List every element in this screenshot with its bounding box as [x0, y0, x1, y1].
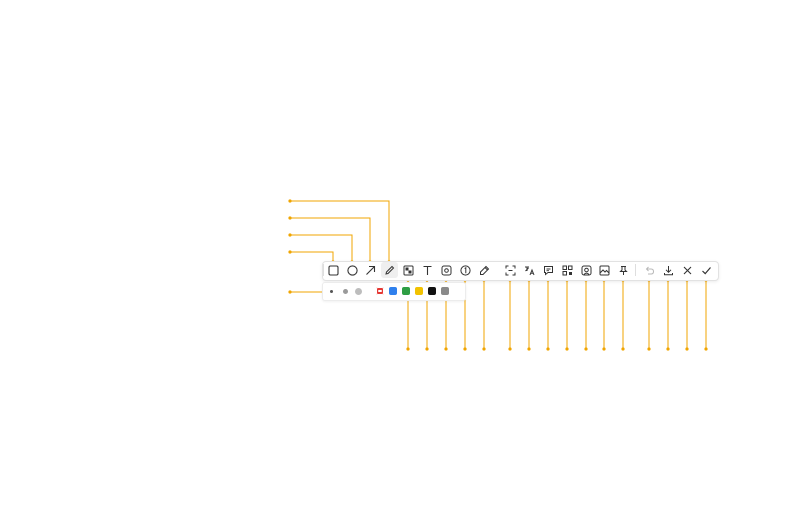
undo-icon: [645, 266, 654, 274]
tool-confirm-button[interactable]: [698, 262, 715, 278]
callout-dot-bottom-7: [546, 347, 550, 351]
eyedropper-icon: [479, 265, 489, 275]
image-frame-icon: [599, 265, 609, 275]
callout-dot-bottom-1: [425, 347, 429, 351]
callout-dot-bottom-2: [444, 347, 448, 351]
brush-size-small[interactable]: [330, 290, 333, 293]
tool-pen-button[interactable]: [380, 262, 398, 278]
tool-close-button[interactable]: [679, 262, 696, 278]
callout-line-left-0: [290, 200, 390, 262]
color-swatch-black[interactable]: [428, 287, 436, 295]
tool-serial-number-button[interactable]: [438, 262, 455, 278]
callout-dot-bottom-3: [463, 347, 467, 351]
ocr-scan-icon: [505, 265, 515, 275]
callout-dot-left-1: [288, 216, 292, 220]
tool-translate-button[interactable]: [521, 262, 538, 278]
ellipse-icon: [346, 264, 358, 276]
qr-code-icon: [562, 265, 572, 275]
tool-arrow-button[interactable]: [362, 262, 379, 278]
callout-dot-bottom-12: [647, 347, 651, 351]
tool-color-picker-button[interactable]: [476, 262, 493, 278]
arrow-icon: [365, 265, 375, 275]
callout-line-left-1: [290, 217, 371, 262]
tool-undo-button[interactable]: [641, 262, 658, 278]
callout-dot-bottom-15: [704, 347, 708, 351]
tool-long-screenshot-button[interactable]: [596, 262, 613, 278]
recognize-icon: [581, 265, 591, 275]
tool-download-button[interactable]: [660, 262, 677, 278]
color-swatch-yellow[interactable]: [415, 287, 423, 295]
callout-dot-bottom-4: [482, 347, 486, 351]
brush-size-medium[interactable]: [343, 289, 348, 294]
callout-line-left-3: [290, 251, 334, 262]
color-swatch-gray[interactable]: [441, 287, 449, 295]
callout-dot-left-0: [288, 199, 292, 203]
callout-dot-bottom-5: [508, 347, 512, 351]
selected-tick-icon: [378, 290, 382, 292]
mosaic-icon: [403, 265, 413, 275]
translate-icon: [524, 266, 534, 275]
tool-rectangle-button[interactable]: [325, 262, 342, 278]
tool-ocr-button[interactable]: [502, 262, 519, 278]
callout-line-left-2: [290, 234, 353, 262]
tool-recognize-button[interactable]: [578, 262, 595, 278]
callout-dot-bottom-6: [527, 347, 531, 351]
color-swatch-green[interactable]: [402, 287, 410, 295]
callout-dot-left-3: [288, 250, 292, 254]
tool-ellipse-button[interactable]: [344, 262, 361, 278]
callout-dot-left-2: [288, 233, 292, 237]
callout-dot-bottom-9: [584, 347, 588, 351]
callout-dot-bottom-8: [565, 347, 569, 351]
callout-dot-bottom-14: [685, 347, 689, 351]
serial-number-icon: [441, 265, 451, 275]
tool-mosaic-button[interactable]: [400, 262, 417, 278]
tool-pin-button[interactable]: [615, 262, 632, 278]
pen-icon: [384, 265, 394, 275]
screenshot-toolbar: [322, 261, 719, 281]
brush-size-large[interactable]: [355, 288, 362, 295]
toolbar-divider-right: [635, 264, 636, 276]
download-icon: [663, 265, 673, 275]
pin-icon: [618, 265, 628, 275]
close-icon: [683, 266, 691, 274]
text-icon: [423, 265, 431, 275]
comment-icon: [543, 265, 553, 276]
check-icon: [701, 266, 711, 274]
step-number-icon: [459, 264, 471, 276]
color-swatch-red[interactable]: [376, 287, 384, 295]
callout-dot-bottom-10: [602, 347, 606, 351]
toolbar-divider-left: [323, 264, 324, 276]
tool-comment-button[interactable]: [540, 262, 557, 278]
tool-text-button[interactable]: [419, 262, 436, 278]
tool-step-number-button[interactable]: [457, 262, 474, 278]
color-swatch-blue[interactable]: [389, 287, 397, 295]
callout-dot-bottom-11: [621, 347, 625, 351]
tool-qr-code-button[interactable]: [559, 262, 576, 278]
callout-dot-bottom-0: [406, 347, 410, 351]
callout-dot-bottom-13: [666, 347, 670, 351]
rectangle-icon: [327, 264, 339, 276]
callout-dot-subbar: [288, 290, 292, 294]
